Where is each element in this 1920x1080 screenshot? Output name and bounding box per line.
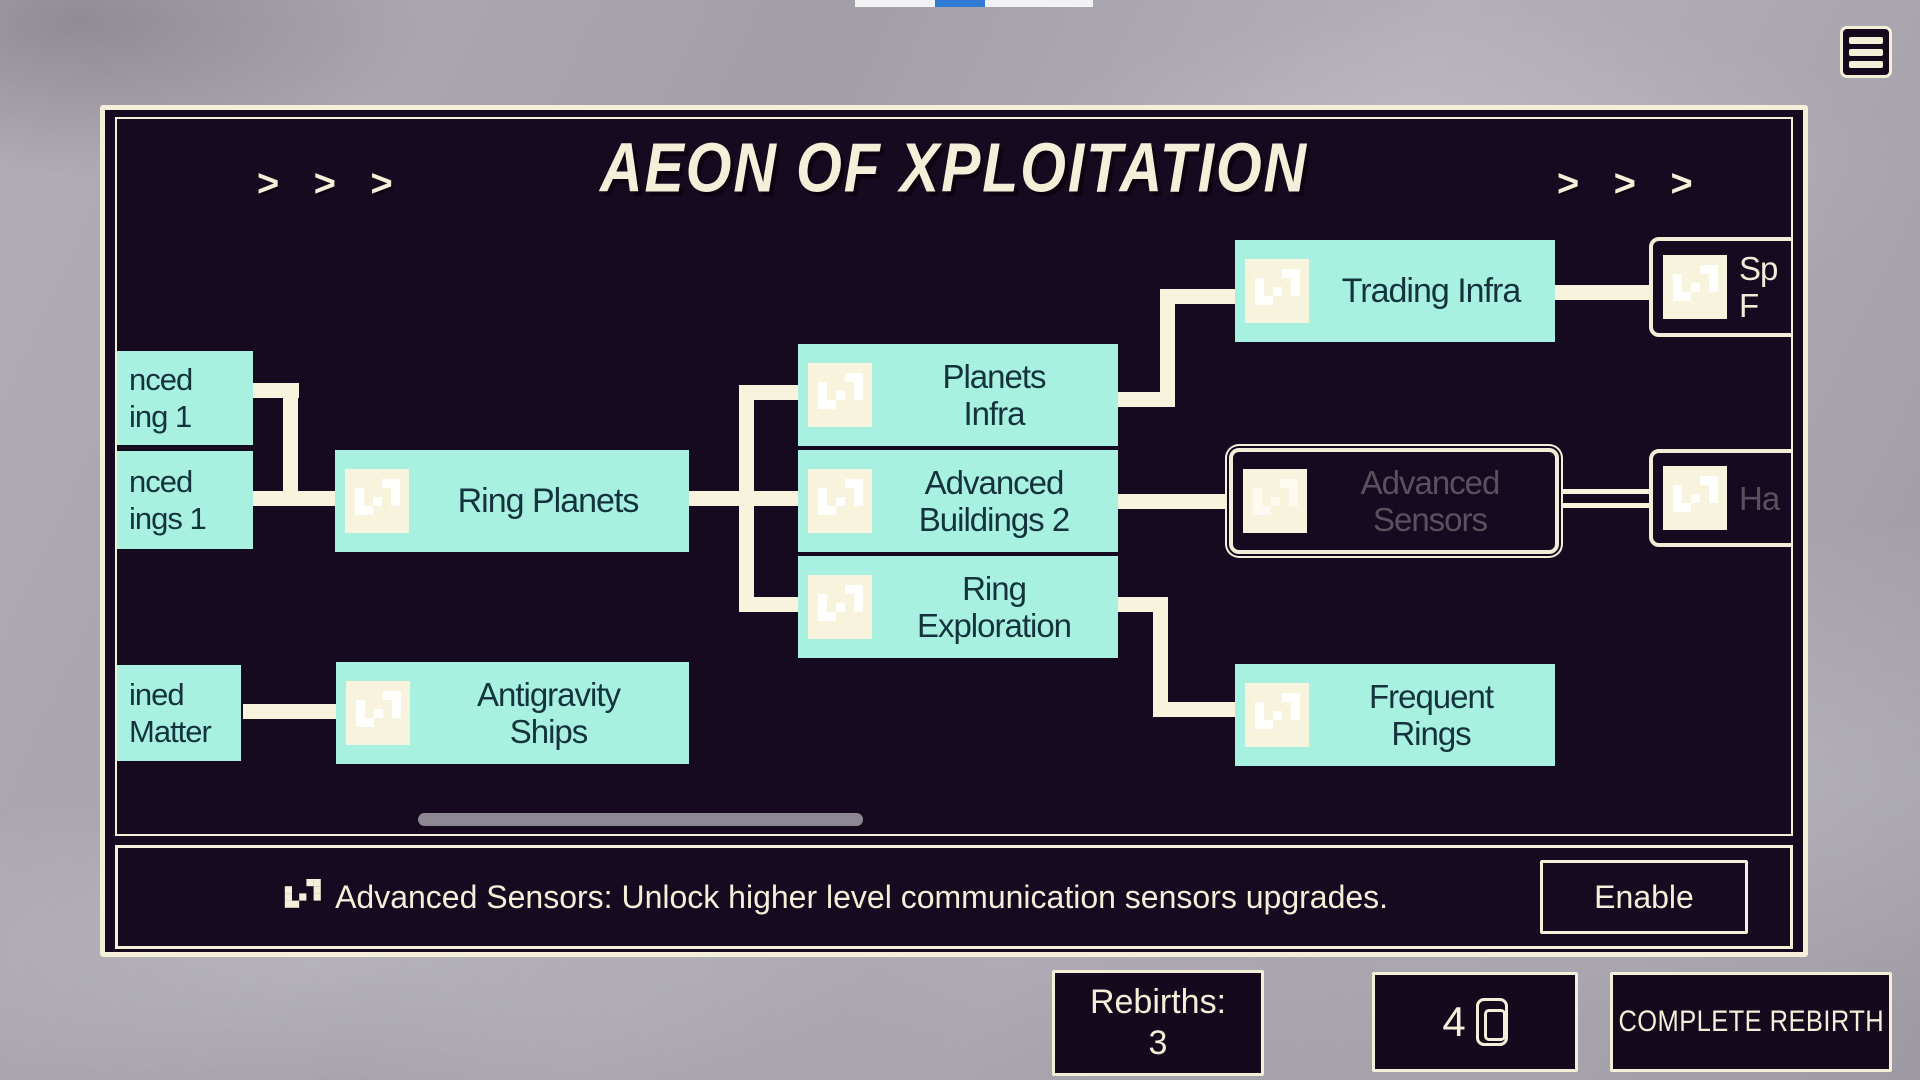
connector-double (1559, 503, 1651, 508)
trading-infra-icon (1245, 259, 1309, 323)
connector (1153, 597, 1168, 717)
connector (283, 383, 298, 506)
left-chevrons: > > > (257, 163, 405, 205)
connector-double (1559, 489, 1651, 494)
rebirth-points-value: 4 (1442, 998, 1466, 1045)
complete-rebirth-label: COMPLETE REBIRTH (1618, 1005, 1884, 1038)
ring-planets-icon (345, 469, 409, 533)
right-chevrons: > > > (1557, 163, 1705, 205)
antigravity-ships-icon (346, 681, 410, 745)
menu-button[interactable] (1840, 26, 1892, 78)
advanced-buildings-2-icon (808, 469, 872, 533)
game-panel: > > > AEON OF XPLOITATION > > > (100, 105, 1808, 957)
frequent-rings-icon (1245, 683, 1309, 747)
tree-horizontal-scrollbar[interactable] (418, 813, 863, 826)
rebirth-points-box: 4 (1372, 972, 1578, 1072)
rebirths-counter: Rebirths: 3 (1052, 970, 1264, 1076)
top-horizontal-scrollbar[interactable] (855, 0, 1093, 7)
rebirth-point-icon (1475, 998, 1508, 1046)
rebirths-value: 3 (1148, 1024, 1168, 1062)
hamburger-icon (1849, 48, 1883, 56)
tree-node-ring-planets[interactable]: Ring Planets (335, 450, 689, 552)
ring-exploration-icon (808, 575, 872, 639)
connector (243, 704, 337, 719)
space-node-icon (1663, 255, 1727, 319)
tree-node-trading-infra[interactable]: Trading Infra (1235, 240, 1555, 342)
enable-button[interactable]: Enable (1540, 860, 1748, 934)
complete-rebirth-button[interactable]: COMPLETE REBIRTH (1610, 972, 1892, 1072)
advanced-sensors-icon (1243, 469, 1307, 533)
top-scrollbar-thumb[interactable] (935, 0, 985, 7)
game-title: AEON OF XPLOITATION (600, 129, 1308, 208)
tree-node-ha[interactable]: Ha (1649, 449, 1791, 547)
advanced-sensors-mini-icon (284, 881, 323, 908)
connector (253, 491, 337, 506)
selection-description: Advanced Sensors: Unlock higher level co… (148, 848, 1520, 946)
rebirths-label: Rebirths: (1089, 983, 1227, 1021)
connector (1160, 289, 1235, 304)
connector (739, 385, 754, 609)
connector (739, 385, 800, 400)
hamburger-icon (1849, 60, 1883, 68)
hamburger-icon (1849, 36, 1883, 44)
ha-node-icon (1663, 466, 1727, 530)
tech-tree-viewport: > > > AEON OF XPLOITATION > > > (115, 117, 1793, 836)
selection-info-bar: Advanced Sensors: Unlock higher level co… (115, 845, 1793, 949)
connector (1153, 702, 1237, 717)
connector (1116, 494, 1231, 509)
planets-infra-icon (808, 363, 872, 427)
connector (1160, 289, 1175, 407)
connector (739, 597, 800, 612)
connector (1555, 285, 1651, 300)
tech-tree-layer: > > > AEON OF XPLOITATION > > > (117, 119, 1791, 834)
